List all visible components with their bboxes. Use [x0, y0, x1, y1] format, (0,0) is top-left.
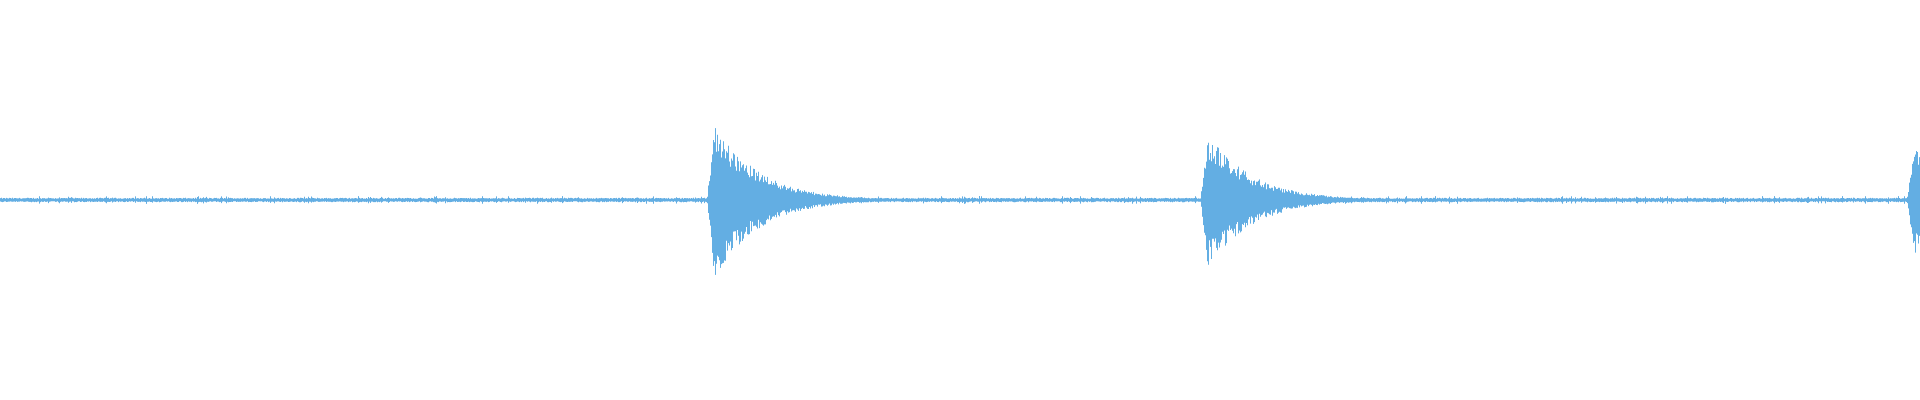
waveform-path: [0, 128, 1920, 275]
